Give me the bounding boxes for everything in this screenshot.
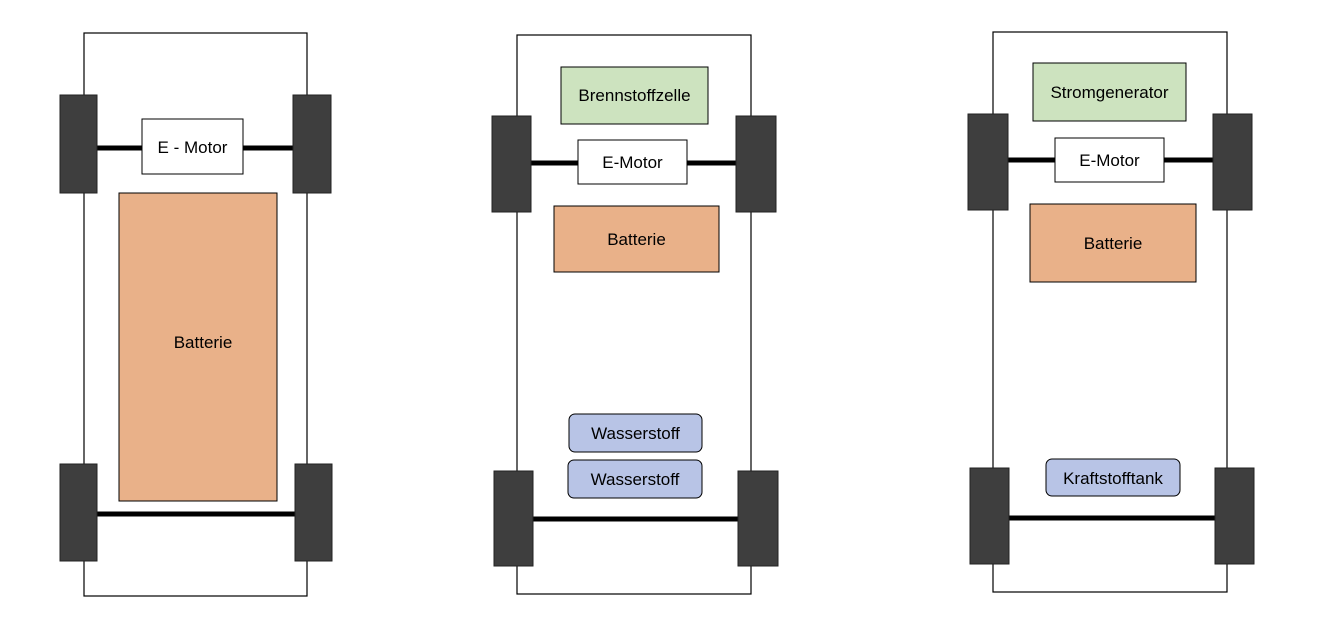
vehicle-3-front-right-wheel [1212, 113, 1253, 211]
vehicle-2-hydrogen-tank-1 [568, 413, 703, 453]
vehicle-3-motor-box [1054, 137, 1165, 183]
vehicle-1-bev: E - Motor Batterie [59, 32, 333, 597]
vehicle-2-battery-box [553, 205, 720, 273]
vehicle-2-fuel-cell-label: Brennstoffzelle [578, 86, 690, 105]
vehicle-3-front-left-wheel [967, 113, 1009, 211]
vehicle-1-front-right-wheel [292, 94, 332, 194]
vehicle-2-rear-left-wheel [493, 470, 534, 567]
vehicle-2-hydrogen-tank-2-label: Wasserstoff [591, 470, 680, 489]
vehicle-2-hydrogen-tank-2 [567, 459, 703, 499]
vehicle-1-battery-box [118, 192, 278, 502]
vehicle-1-battery-label: Batterie [174, 333, 233, 352]
vehicle-3-body [992, 31, 1228, 593]
vehicle-1-motor-box [141, 118, 244, 175]
vehicle-2-front-left-wheel [491, 115, 532, 213]
vehicle-3-rear-right-wheel [1214, 467, 1255, 565]
vehicle-3-motor-label: E-Motor [1079, 151, 1140, 170]
vehicle-3-fuel-tank-label: Kraftstofftank [1063, 469, 1163, 488]
vehicle-1-rear-left-wheel [59, 463, 98, 562]
vehicle-1-rear-right-wheel [294, 463, 333, 562]
vehicle-3-battery-box [1029, 203, 1197, 283]
vehicle-2-rear-right-wheel [737, 470, 779, 567]
vehicle-3-generator-box [1032, 62, 1187, 122]
vehicle-3-battery-label: Batterie [1084, 234, 1143, 253]
vehicle-1-motor-label: E - Motor [158, 138, 228, 157]
vehicle-2-body [516, 34, 752, 595]
vehicle-1-front-left-wheel [59, 94, 98, 194]
vehicle-3-generator-label: Stromgenerator [1050, 83, 1168, 102]
vehicle-3-fuel-tank-box [1045, 458, 1181, 497]
vehicle-2-fcev: Brennstoffzelle E-Motor Batterie Wassers… [491, 34, 779, 595]
vehicle-2-fuel-cell-box [560, 66, 709, 125]
vehicle-2-battery-label: Batterie [607, 230, 666, 249]
vehicle-2-motor-box [577, 139, 688, 185]
vehicle-3-rear-left-wheel [969, 467, 1010, 565]
vehicle-2-hydrogen-tank-1-label: Wasserstoff [591, 424, 680, 443]
vehicle-2-front-right-wheel [735, 115, 777, 213]
vehicle-2-motor-label: E-Motor [602, 153, 663, 172]
vehicle-3-range-extender: Stromgenerator E-Motor Batterie Kraftsto… [967, 31, 1255, 593]
